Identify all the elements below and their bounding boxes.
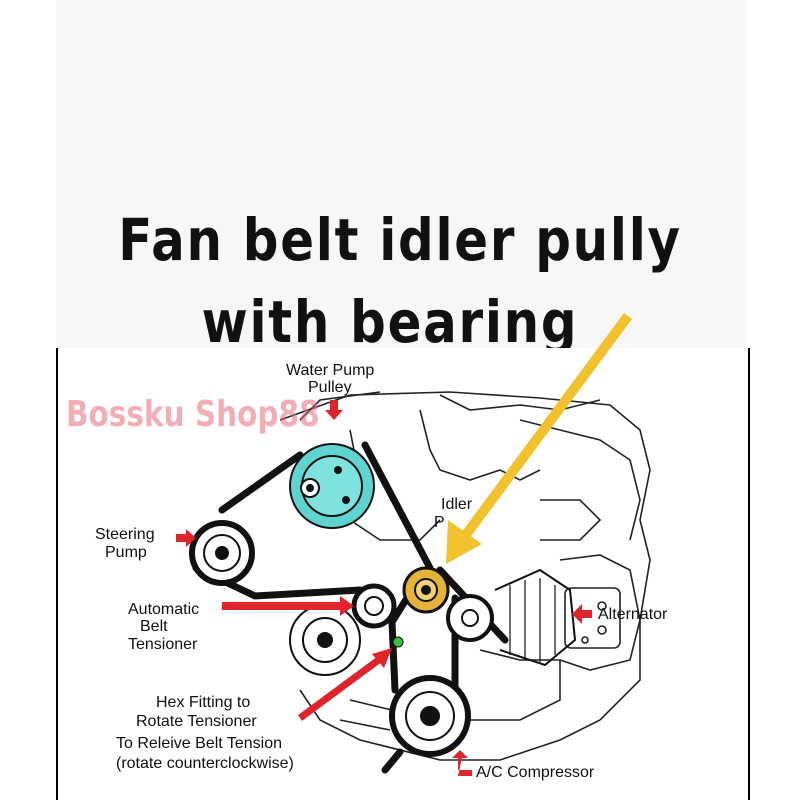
label-hex-3: To Releive Belt Tension [116,735,283,752]
water-pump-pulley [289,443,375,529]
label-hex-2: Rotate Tensioner [136,713,257,730]
tensioner-pulley [351,583,397,629]
steering-pump-pulley [189,520,255,586]
alternator-pulley [446,568,577,667]
label-tensioner-3: Tensioner [128,636,198,653]
crank-pulley [289,604,361,676]
label-steering: Steering [95,526,155,543]
ac-compressor-pulley [389,675,471,757]
label-tensioner: Automatic [128,601,200,618]
idler-pulley [402,566,450,614]
watermark: Bossku Shop88 [66,394,320,435]
label-hex-1: Hex Fitting to [156,694,251,711]
top-band [56,0,746,348]
label-idler: Idler [441,496,473,513]
label-water-pump: Water Pump [286,362,375,379]
hex-red-arrow [297,653,387,721]
headline-line-1: Fan belt idler pully [118,206,682,274]
label-tensioner-2: Belt [140,618,168,635]
label-alternator: Alternator [598,606,668,623]
label-ac-compressor: A/C Compressor [476,764,595,781]
yellow-pointer-arrow [457,313,633,543]
headline-line-2: with bearing [201,288,579,356]
label-water-pump-2: Pulley [308,379,352,396]
red-callout-arrows [176,400,592,776]
label-hex-4: (rotate counterclockwise) [116,755,294,772]
label-idler-2: P [434,514,445,531]
label-steering-2: Pump [105,544,147,561]
hex-fitting [392,636,404,648]
